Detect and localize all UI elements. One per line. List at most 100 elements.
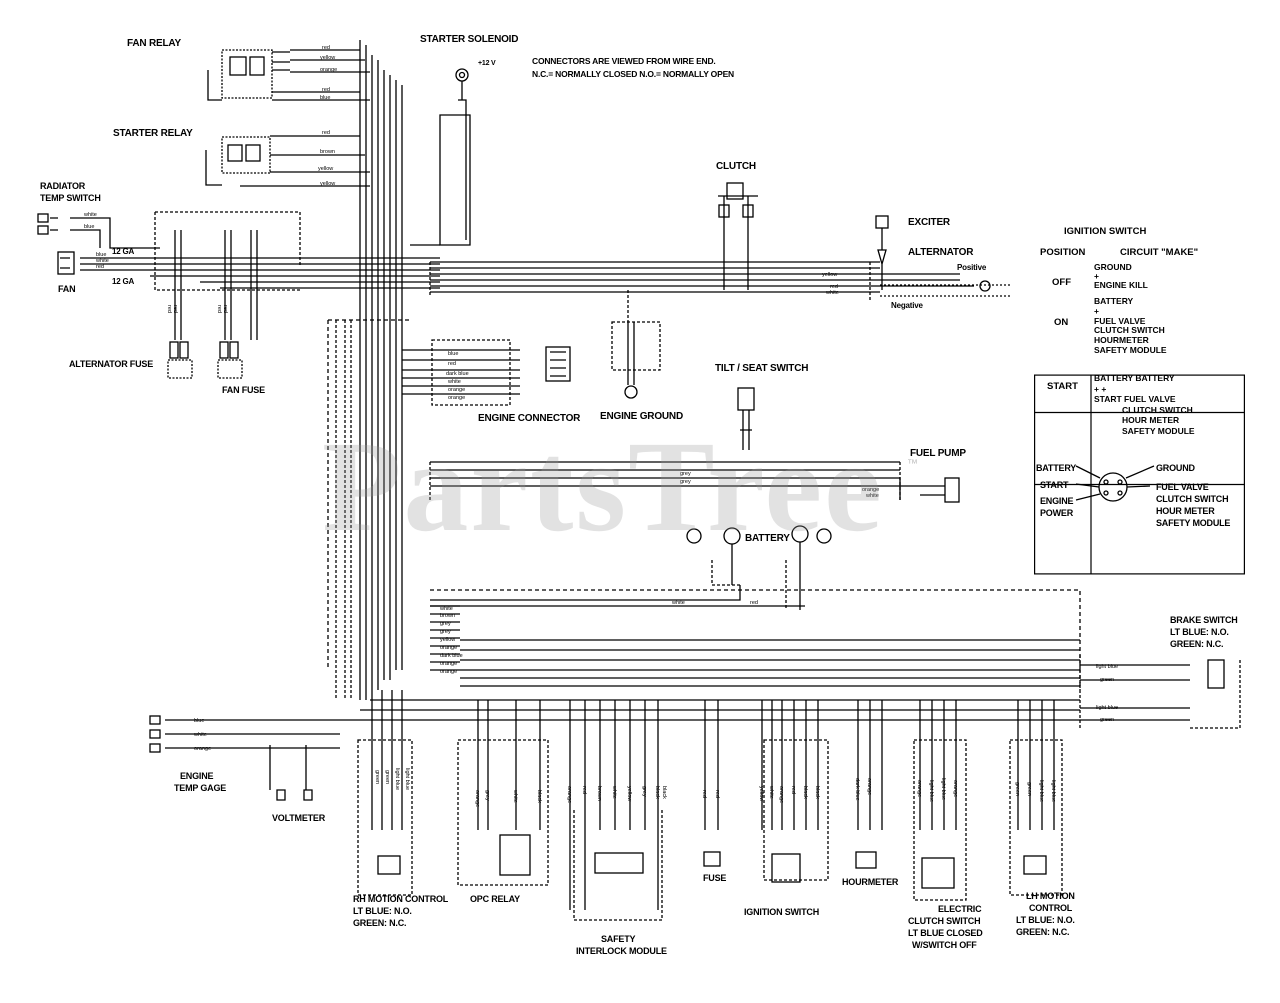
wire-label: light blue	[928, 780, 934, 802]
wire-label: green	[1100, 677, 1114, 683]
clutch-component	[718, 182, 758, 290]
wire-label: light blue	[404, 768, 410, 790]
wire-label: orange	[440, 645, 457, 651]
wire-label: orange	[194, 746, 211, 752]
wire-label: blue	[194, 718, 204, 724]
fuses	[167, 341, 243, 379]
wire-label: white	[512, 789, 518, 803]
rh-motion-control-label-line1: RH MOTION CONTROL	[353, 894, 449, 904]
lh-motion-control-label-line4: GREEN: N.C.	[1016, 927, 1070, 937]
ignition-table-title: IGNITION SWITCH	[1064, 226, 1147, 237]
wire-label: orange	[778, 786, 784, 803]
wire-label: light blue	[1096, 705, 1118, 711]
wire-label: orange	[916, 780, 922, 797]
wire-label: red	[322, 87, 330, 93]
wire-label: orange	[952, 780, 958, 797]
wire-label: yellow	[320, 55, 335, 61]
ignition-row-off-circuit: GROUND + ENGINE KILL	[1094, 262, 1148, 290]
safety-interlock-label-line1: SAFETY	[601, 934, 636, 944]
wire-label: grey	[484, 790, 490, 801]
wire-label: red	[581, 786, 587, 794]
wire-label: yellow	[440, 637, 455, 643]
rh-motion-control-label-line3: GREEN: N.C.	[353, 918, 407, 928]
safety-interlock-label-line2: INTERLOCK MODULE	[576, 946, 667, 956]
wire-label: red	[172, 305, 178, 313]
opc-relay-label: OPC RELAY	[470, 894, 520, 904]
component-drops	[357, 690, 1063, 921]
exciter-component	[875, 215, 889, 290]
wire-label: red	[448, 361, 456, 367]
brake-switch-label-line1: BRAKE SWITCH	[1170, 615, 1238, 625]
wire-label: red	[790, 786, 796, 794]
engine-ground-component	[611, 290, 661, 399]
main-harness-trunk	[327, 40, 410, 700]
wire-label: blue	[320, 95, 330, 101]
fuel-pump-label: FUEL PUMP	[910, 448, 966, 459]
wire-label: grey	[680, 479, 691, 485]
wire-label: orange	[866, 778, 872, 795]
wire-label: blue	[448, 351, 458, 357]
lh-motion-control-label-line2: CONTROL	[1029, 903, 1073, 913]
wire-label: orange	[448, 395, 465, 401]
ignition-table-grid	[1034, 374, 1245, 575]
wire-label: white	[193, 732, 207, 738]
wire-label: yellow	[318, 166, 333, 172]
ignition-row-start-position: START	[1047, 381, 1078, 392]
wire-label: red	[216, 305, 222, 313]
ignition-row-on-circuit: BATTERY + FUEL VALVE CLUTCH SWITCH HOURM…	[1094, 296, 1167, 355]
ignition-table-col-position: POSITION	[1040, 247, 1086, 258]
wire-label: light blue	[394, 768, 400, 790]
wire-label: grey	[641, 786, 647, 797]
key-clutch-switch-label: CLUTCH SWITCH	[1156, 494, 1229, 504]
wire-label: dark blue	[854, 778, 860, 801]
watermark-trademark: ™	[907, 458, 918, 470]
wire-label: red	[750, 600, 758, 606]
exciter-label: EXCITER	[908, 217, 950, 228]
wire-label: green	[1014, 782, 1020, 796]
wire-label: grey	[680, 471, 691, 477]
starter-solenoid-component	[410, 68, 471, 246]
negative-label: Negative	[891, 301, 923, 310]
key-safety-module-label: SAFETY MODULE	[1156, 518, 1231, 528]
wire-label: orange	[320, 67, 337, 73]
wire-label: blue	[84, 224, 94, 230]
engine-ground-label: ENGINE GROUND	[600, 411, 683, 422]
fan-relay-component	[207, 49, 370, 101]
wire-label: green	[1100, 717, 1114, 723]
lh-motion-control-label-line3: LT BLUE: N.O.	[1016, 915, 1075, 925]
wire-label: brown	[596, 786, 602, 801]
wire-label: orange	[566, 786, 572, 803]
wire-label: yellow	[822, 272, 837, 278]
tilt-seat-switch-component	[737, 387, 755, 450]
rh-motion-control-label-line2: LT BLUE: N.O.	[353, 906, 412, 916]
tilt-seat-switch-label: TILT / SEAT SWITCH	[715, 363, 809, 374]
alternator-label: ALTERNATOR	[908, 247, 974, 258]
plus-12v-label: +12 V	[478, 60, 496, 67]
wire-label: light blue	[1038, 780, 1044, 802]
engine-connector-label: ENGINE CONNECTOR	[478, 413, 581, 424]
battery-label: BATTERY	[745, 533, 790, 544]
wire-label: red	[166, 305, 172, 313]
engine-connector-component	[402, 339, 571, 406]
engine-temp-gage-label-line2: TEMP GAGE	[174, 783, 227, 793]
key-fuel-valve-label: FUEL VALVE	[1156, 482, 1209, 492]
wire-label: white	[439, 606, 453, 612]
ignition-table-col-circuit: CIRCUIT "MAKE"	[1120, 247, 1199, 258]
key-hour-meter-label: HOUR METER	[1156, 506, 1215, 516]
electric-clutch-label-line1: ELECTRIC	[938, 904, 982, 914]
wire-color-labels: red yellow orange red blue red brown yellow yell…	[83, 45, 1118, 807]
wire-label: white	[95, 258, 109, 264]
wire-label: light blue	[1050, 780, 1056, 802]
wire-label: red	[701, 790, 707, 798]
hourmeter-label: HOURMETER	[842, 877, 899, 887]
ignition-row-start-circuit: BATTERY BATTERY + + START FUEL VALVE CLU…	[1094, 373, 1195, 436]
wire-label: red	[830, 284, 838, 290]
brake-switch-label-line3: GREEN: N.C.	[1170, 639, 1224, 649]
wire-label: yellow	[626, 786, 632, 801]
ignition-key-symbol	[1075, 465, 1155, 502]
gauge-12ga-b: 12 GA	[112, 277, 135, 286]
wire-label: orange	[474, 790, 480, 807]
wire-label: grey	[440, 629, 451, 635]
brake-switch-label-line2: LT BLUE: N.O.	[1170, 627, 1229, 637]
key-ground-label: GROUND	[1156, 463, 1195, 473]
